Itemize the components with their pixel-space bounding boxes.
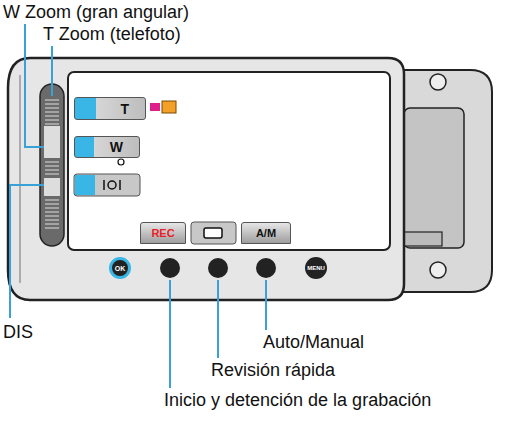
button-text: T xyxy=(120,101,129,117)
button-text: A/M xyxy=(256,227,276,239)
button-text: OK xyxy=(115,265,126,272)
callout-label: W Zoom (gran angular) xyxy=(2,2,190,22)
callout-label: Inicio y detención de la grabación xyxy=(163,390,432,410)
callout-label: T Zoom (telefoto) xyxy=(42,24,182,44)
wide-button: W xyxy=(74,136,140,158)
callout-label: DIS xyxy=(2,322,34,342)
button-text: REC xyxy=(151,227,174,239)
auto-manual-tab: A/M xyxy=(241,222,291,244)
menu-button: MENU xyxy=(305,257,327,279)
button-text: W xyxy=(110,139,123,155)
callout-label: Revisión rápida xyxy=(210,360,336,380)
rec-tab: REC xyxy=(140,222,186,244)
ok-button: OK xyxy=(109,257,131,279)
button-text: MENU xyxy=(307,265,325,271)
callout-label: Auto/Manual xyxy=(262,332,365,352)
tele-button: T xyxy=(74,97,146,120)
